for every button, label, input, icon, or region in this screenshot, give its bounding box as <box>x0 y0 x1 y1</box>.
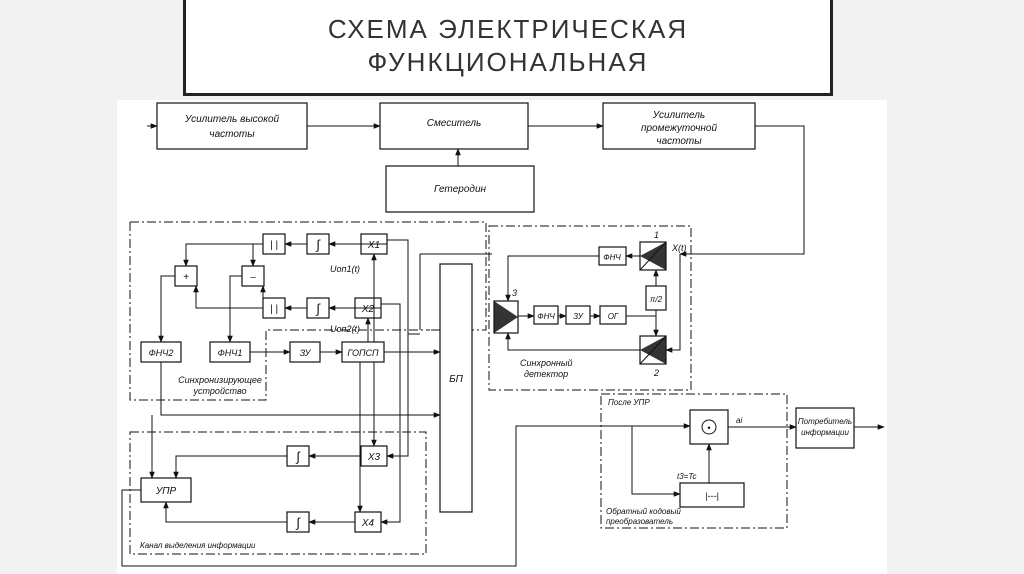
lpf-to-m3 <box>505 255 599 302</box>
modulo-adder-symbol: • <box>707 423 710 433</box>
multiplier-1-triangle <box>640 242 666 270</box>
uop1-label: Uоп1(t) <box>330 264 360 274</box>
upr-output-line <box>121 423 691 567</box>
adder-minus-label: – <box>249 272 256 283</box>
x2-bus <box>381 303 401 420</box>
phase-shift-label: π/2 <box>650 295 663 304</box>
detector-memory-label: ЗУ <box>573 312 584 321</box>
abs1-to-plus <box>183 243 263 267</box>
consumer-label-2: информации <box>801 428 849 437</box>
after-upr-frame <box>600 393 788 529</box>
abs-label-2: | | <box>270 304 278 315</box>
xt-to-m2 <box>665 254 681 353</box>
abs2-to-plus <box>193 285 263 309</box>
sync-device-label-2: устройство <box>193 386 247 396</box>
multiplier-2-triangle <box>640 336 666 364</box>
modulo-adder-circle <box>701 419 717 435</box>
xt-label: X(t) <box>671 243 687 253</box>
ai-label: ai <box>736 416 742 425</box>
memory-label: ЗУ <box>300 348 312 358</box>
rf-amplifier-label-1: Усилитель высокой <box>184 114 280 125</box>
sync-detector-frame <box>488 225 692 391</box>
integrator-label-1: ∫ <box>315 237 321 252</box>
plus-to-lpf2 <box>158 275 175 343</box>
title-line-1: СХЕМА ЭЛЕКТРИЧЕСКАЯ <box>327 14 689 44</box>
mixer-block <box>379 102 529 150</box>
adder-plus-label: + <box>183 272 189 283</box>
decision-device-label: УПР <box>155 486 177 497</box>
if-amplifier-label-3: частоты <box>656 136 702 147</box>
lpf2-to-bp <box>160 362 441 418</box>
multiplier-x2-label: X2 <box>361 304 375 315</box>
sync-frame-top <box>130 221 487 331</box>
consumer-block <box>795 407 855 449</box>
integrator-label-3: ∫ <box>295 449 301 464</box>
node-1-label: 1 <box>654 230 659 240</box>
reverse-converter-label-2: преобразователь <box>606 517 673 526</box>
sync-frame-bottom <box>129 222 430 401</box>
to-converter-line <box>631 426 681 497</box>
reverse-converter-symbol: |---| <box>705 491 719 501</box>
reverse-converter-label-1: Обратный кодовый <box>606 507 681 516</box>
sync-device-label-1: Синхронизирующее <box>178 375 262 385</box>
heterodyne-block <box>385 165 535 213</box>
lpf1-label: ФНЧ1 <box>218 348 243 358</box>
prn-generator-label: ГОПСП <box>347 348 379 358</box>
minus-to-lpf1 <box>227 275 242 343</box>
sync-detector-label-2: детектор <box>524 369 568 379</box>
reference-generator-label: ОГ <box>608 312 619 321</box>
if-output-line <box>679 125 805 257</box>
sync-detector-label-1: Синхронный <box>520 358 573 368</box>
int3-to-upr <box>173 455 287 479</box>
node-3-label: 3 <box>512 288 517 298</box>
x1-bus <box>387 239 420 335</box>
bus-to-x3 <box>386 334 409 459</box>
if-amplifier-block <box>602 102 756 150</box>
integrator-label-2: ∫ <box>315 301 321 316</box>
bus-to-x4 <box>380 420 401 525</box>
m2-to-m3 <box>505 332 640 351</box>
rf-amplifier-block <box>156 102 308 150</box>
rf-amplifier-label-2: частоты <box>209 129 255 140</box>
power-block <box>439 263 473 513</box>
detector-lpf-top-label: ФНЧ <box>603 253 621 262</box>
lpf2-label: ФНЧ2 <box>149 348 174 358</box>
multiplier-3-triangle <box>494 301 518 333</box>
multiplier-x4-label: X4 <box>361 518 375 529</box>
uop2-label: Uоп2(t) <box>330 324 360 334</box>
t3-label: t3=Tc <box>677 472 697 481</box>
integrator-label-4: ∫ <box>295 515 301 530</box>
info-channel-label: Канал выделения информации <box>140 541 256 550</box>
heterodyne-label: Гетеродин <box>434 184 487 195</box>
power-block-label: БП <box>449 374 464 385</box>
mixer-label: Смеситель <box>427 118 482 129</box>
node-2-label: 2 <box>653 368 659 378</box>
og-to-m2 <box>626 315 659 337</box>
after-upr-label: После УПР <box>608 398 650 407</box>
title-box: СХЕМА ЭЛЕКТРИЧЕСКАЯ ФУНКЦИОНАЛЬНАЯ <box>183 0 833 96</box>
info-channel-frame <box>129 431 427 555</box>
title-line-2: ФУНКЦИОНАЛЬНАЯ <box>367 47 649 77</box>
multiplier-x1-label: X1 <box>367 240 380 251</box>
int4-to-upr <box>163 501 287 523</box>
if-amplifier-label-1: Усилитель <box>652 110 705 121</box>
consumer-label-1: Потребитель <box>798 417 852 426</box>
if-amplifier-label-2: промежуточной <box>641 123 717 134</box>
detector-lpf-bottom-label: ФНЧ <box>537 312 555 321</box>
multiplier-x3-label: X3 <box>367 452 381 463</box>
abs-label-1: | | <box>270 240 278 251</box>
